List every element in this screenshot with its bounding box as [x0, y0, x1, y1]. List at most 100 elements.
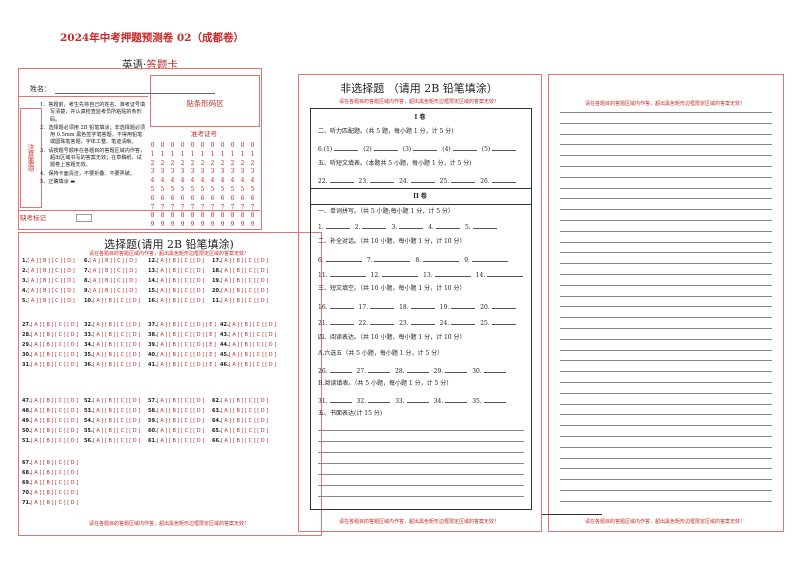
choice-item[interactable]: 28.[ A ] [ B ] [ C ] [ D ]: [22, 332, 78, 338]
choice-options[interactable]: [ A ] [ B ] [ C ] [ D ]: [27, 298, 75, 304]
choice-options[interactable]: [ A ] [ B ] [ C ] [ D ]: [92, 418, 141, 424]
answer-blank[interactable]: [329, 270, 366, 277]
answer-blank[interactable]: [329, 366, 352, 373]
answer-blank[interactable]: [492, 144, 517, 151]
digit-cell[interactable]: 3: [250, 168, 255, 176]
writing-line[interactable]: [560, 220, 772, 221]
digit-cell[interactable]: 7: [190, 203, 195, 211]
digit-cell[interactable]: 7: [160, 203, 165, 211]
digit-cell[interactable]: 5: [180, 185, 185, 193]
writing-line[interactable]: [560, 349, 772, 351]
digit-cell[interactable]: 8: [200, 212, 205, 220]
choice-options[interactable]: [ A ] [ B ] [ C ] [ D ]: [156, 268, 205, 274]
writing-line[interactable]: [560, 392, 772, 394]
digit-cell[interactable]: 2: [180, 159, 185, 167]
digit-cell[interactable]: 8: [170, 212, 175, 220]
digit-cell[interactable]: 0: [170, 142, 175, 149]
digit-cell[interactable]: 6: [230, 194, 235, 202]
choice-item[interactable]: 14.[ A ] [ B ] [ C ] [ D ]: [148, 278, 204, 284]
digit-cell[interactable]: 4: [160, 177, 165, 185]
answer-blank[interactable]: [406, 366, 429, 373]
choice-item[interactable]: 53.[ A ] [ B ] [ C ] [ D ]: [84, 408, 140, 414]
digit-cell[interactable]: 1: [180, 150, 185, 158]
digit-cell[interactable]: 4: [190, 177, 195, 185]
digit-cell[interactable]: 5: [200, 185, 205, 193]
digit-cell[interactable]: 0: [250, 142, 255, 149]
writing-line[interactable]: [318, 430, 524, 431]
writing-line[interactable]: [560, 252, 772, 254]
digit-cell[interactable]: 4: [220, 177, 225, 185]
choice-item[interactable]: 62.[ A ] [ B ] [ C ] [ D ]: [212, 398, 268, 404]
choice-options[interactable]: [ A ] [ B ] [ C ] [ D ]: [89, 278, 137, 284]
digit-cell[interactable]: 0: [200, 142, 205, 149]
choice-item[interactable]: 20.[ A ] [ B ] [ C ] [ D ]: [212, 288, 268, 294]
writing-line[interactable]: [560, 436, 772, 437]
digit-cell[interactable]: 9: [180, 221, 185, 229]
choice-item[interactable]: 38.[ A ] [ B ] [ C ] [ D ] [ E ]: [148, 332, 216, 338]
choice-item[interactable]: 15.[ A ] [ B ] [ C ] [ D ]: [148, 288, 204, 294]
choice-options[interactable]: [ A ] [ B ] [ C ] [ D ]: [92, 322, 141, 328]
choice-item[interactable]: 41.[ A ] [ B ] [ C ] [ D ] [ E ]: [148, 362, 216, 368]
digit-cell[interactable]: 9: [210, 221, 215, 229]
digit-cell[interactable]: 4: [180, 177, 185, 185]
choice-item[interactable]: 39.[ A ] [ B ] [ C ] [ D ] [ E ]: [148, 342, 216, 348]
choice-options[interactable]: [ A ] [ B ] [ C ] [ D ]: [30, 342, 79, 348]
answer-blank[interactable]: [471, 255, 508, 262]
digit-cell[interactable]: 7: [170, 203, 175, 211]
digit-cell[interactable]: 6: [240, 194, 245, 202]
digit-cell[interactable]: 3: [230, 168, 235, 176]
choice-item[interactable]: 66.[ A ] [ B ] [ C ] [ D ]: [212, 438, 268, 444]
writing-line[interactable]: [318, 463, 524, 464]
digit-cell[interactable]: 5: [150, 185, 155, 193]
choice-options[interactable]: [ A ] [ B ] [ C ] [ D ]: [30, 428, 79, 434]
choice-item[interactable]: 4.[ A ] [ B ] [ C ] [ D ]: [22, 288, 75, 294]
digit-cell[interactable]: 3: [200, 168, 205, 176]
digit-cell[interactable]: 7: [230, 203, 235, 211]
digit-cell[interactable]: 4: [230, 177, 235, 185]
digit-cell[interactable]: 6: [210, 194, 215, 202]
choice-options[interactable]: [ A ] [ B ] [ C ] [ D ]: [156, 298, 205, 304]
choice-item[interactable]: 36.[ A ] [ B ] [ C ] [ D ]: [84, 362, 140, 368]
answer-blank[interactable]: [334, 144, 359, 151]
choice-item[interactable]: 51.[ A ] [ B ] [ C ] [ D ]: [22, 438, 78, 444]
choice-options[interactable]: [ A ] [ B ] [ C ] [ D ]: [92, 298, 141, 304]
writing-line[interactable]: [560, 382, 772, 383]
choice-options[interactable]: [ A ] [ B ] [ C ] [ D ]: [156, 398, 205, 404]
choice-item[interactable]: 68.[ A ] [ B ] [ C ] [ D ]: [22, 470, 78, 476]
answer-row[interactable]: 6.(1)(2)(3)(4)(5): [318, 144, 521, 154]
answer-blank[interactable]: [370, 176, 395, 183]
choice-item[interactable]: 65.[ A ] [ B ] [ C ] [ D ]: [212, 428, 268, 434]
digit-cell[interactable]: 7: [180, 203, 185, 211]
choice-options[interactable]: [ A ] [ B ] [ C ] [ D ]: [228, 352, 277, 358]
writing-line[interactable]: [560, 112, 772, 113]
choice-options[interactable]: [ A ] [ B ] [ C ] [ D ] [ E ]: [156, 342, 216, 348]
choice-options[interactable]: [ A ] [ B ] [ C ] [ D ]: [156, 278, 205, 284]
choice-options[interactable]: [ A ] [ B ] [ C ] [ D ]: [92, 438, 141, 444]
writing-line[interactable]: [560, 295, 772, 297]
choice-item[interactable]: 45.[ A ] [ B ] [ C ] [ D ]: [220, 352, 276, 358]
digit-cell[interactable]: 6: [160, 194, 165, 202]
absent-checkbox[interactable]: [76, 214, 92, 222]
answer-blank[interactable]: [451, 302, 476, 309]
digit-cell[interactable]: 7: [210, 203, 215, 211]
choice-item[interactable]: 30.[ A ] [ B ] [ C ] [ D ]: [22, 352, 78, 358]
digit-cell[interactable]: 8: [240, 212, 245, 220]
digit-cell[interactable]: 3: [190, 168, 195, 176]
answer-blank[interactable]: [374, 255, 411, 262]
answer-blank[interactable]: [373, 144, 398, 151]
digit-cell[interactable]: 3: [220, 168, 225, 176]
digit-cell[interactable]: 8: [190, 212, 195, 220]
answer-row[interactable]: 6.7.8.9.: [318, 255, 513, 265]
digit-cell[interactable]: 7: [220, 203, 225, 211]
digit-cell[interactable]: 3: [160, 168, 165, 176]
choice-options[interactable]: [ A ] [ B ] [ C ] [ D ]: [30, 352, 79, 358]
digit-cell[interactable]: 9: [190, 221, 195, 229]
digit-cell[interactable]: 1: [160, 150, 165, 158]
writing-line[interactable]: [560, 241, 772, 243]
answer-blank[interactable]: [325, 255, 362, 262]
choice-item[interactable]: 57.[ A ] [ B ] [ C ] [ D ]: [148, 398, 204, 404]
digit-cell[interactable]: 8: [180, 212, 185, 220]
answer-blank[interactable]: [445, 396, 468, 403]
